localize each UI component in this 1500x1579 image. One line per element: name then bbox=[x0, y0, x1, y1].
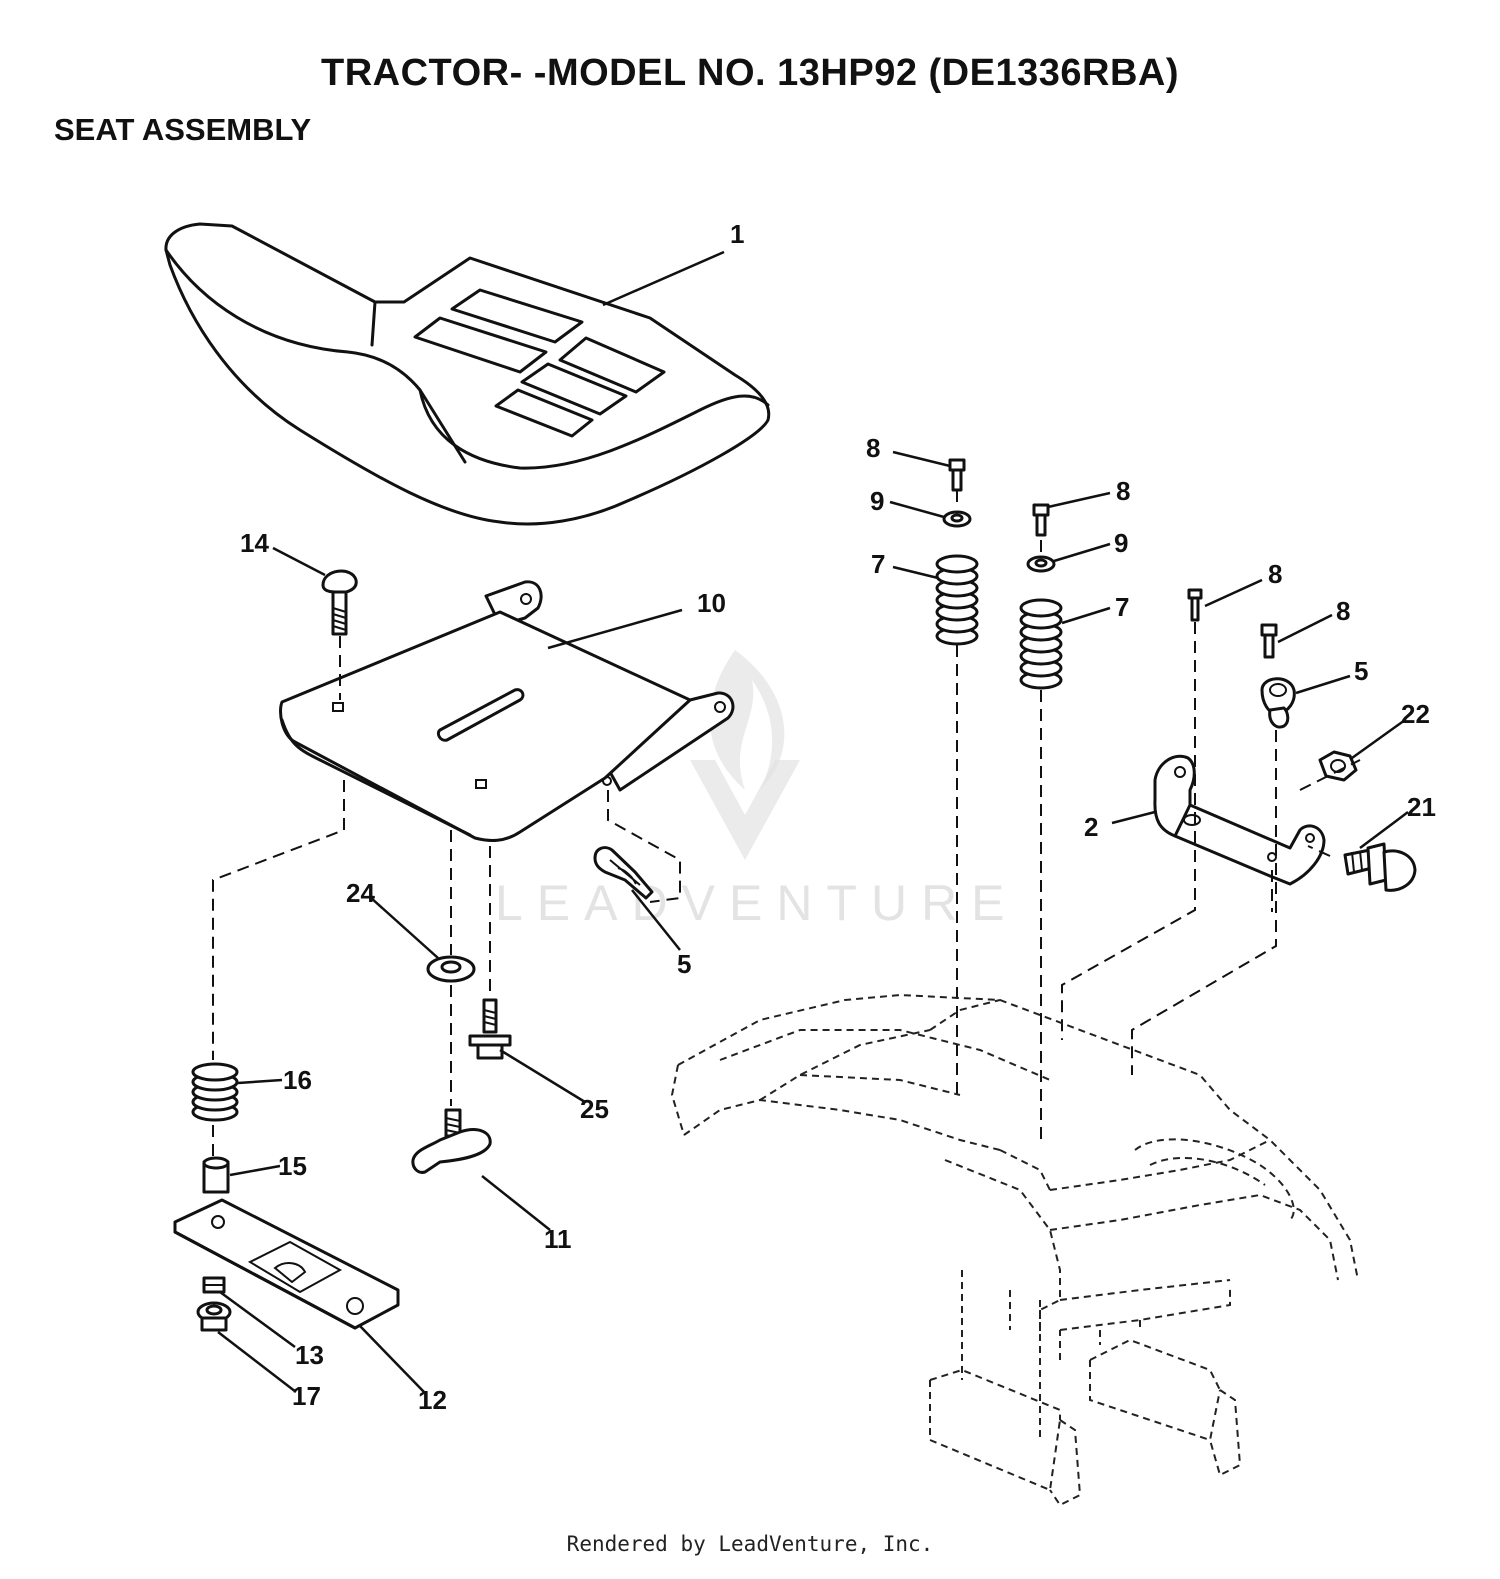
part-7-spring-b bbox=[1019, 598, 1063, 690]
tractor-frame-outline bbox=[670, 993, 1359, 1507]
part-2-bracket bbox=[1153, 754, 1326, 886]
callout-2: 2 bbox=[1084, 812, 1098, 842]
callout-7: 7 bbox=[871, 549, 885, 579]
part-10-seat-pan bbox=[279, 580, 735, 842]
part-11-knob bbox=[411, 1108, 492, 1174]
callout-8: 8 bbox=[1268, 559, 1282, 589]
part-8-bolt-c bbox=[1187, 588, 1203, 622]
watermark-text: LEADVENTURE bbox=[495, 875, 1019, 931]
part-7-spring-a bbox=[935, 554, 979, 646]
part-9-washer-a bbox=[942, 510, 972, 528]
callout-16: 16 bbox=[283, 1065, 312, 1095]
callout-8: 8 bbox=[866, 433, 880, 463]
part-17-lock-nut bbox=[196, 1301, 232, 1332]
callout-1: 1 bbox=[730, 219, 744, 249]
part-13-nut bbox=[202, 1276, 226, 1294]
part-21-bolt bbox=[1343, 842, 1417, 892]
part-24-washer bbox=[426, 955, 476, 983]
part-14-carriage-bolt bbox=[321, 569, 358, 636]
part-16-spring bbox=[191, 1062, 239, 1122]
callout-11: 11 bbox=[544, 1224, 572, 1254]
callout-12: 12 bbox=[418, 1385, 447, 1415]
part-5-clip-left bbox=[593, 846, 654, 900]
section-title: SEAT ASSEMBLY bbox=[54, 112, 312, 147]
callout-14: 14 bbox=[240, 528, 269, 558]
callout-13: 13 bbox=[295, 1340, 324, 1370]
callout-5: 5 bbox=[1354, 656, 1368, 686]
callout-17: 17 bbox=[292, 1381, 321, 1411]
callout-24: 24 bbox=[346, 878, 375, 908]
callout-5: 5 bbox=[677, 949, 691, 979]
watermark: LEADVENTURE bbox=[495, 650, 1019, 931]
callout-22: 22 bbox=[1401, 699, 1430, 729]
part-5-clip-right bbox=[1260, 677, 1296, 729]
part-8-bolt-a bbox=[948, 458, 966, 492]
part-22-nut bbox=[1318, 750, 1358, 782]
callout-21: 21 bbox=[1407, 792, 1436, 822]
part-12-bracket-plate bbox=[173, 1198, 400, 1330]
footer-credit: Rendered by LeadVenture, Inc. bbox=[566, 1532, 934, 1556]
callout-8: 8 bbox=[1116, 476, 1130, 506]
callout-15: 15 bbox=[278, 1151, 307, 1181]
part-8-bolt-b bbox=[1032, 503, 1050, 537]
callout-8: 8 bbox=[1336, 596, 1350, 626]
left-alignment-lines bbox=[212, 636, 681, 1160]
callout-9: 9 bbox=[870, 486, 884, 516]
right-alignment-lines bbox=[956, 490, 1361, 1140]
part-25-shoulder-bolt bbox=[468, 998, 512, 1060]
part-15-spacer bbox=[202, 1156, 230, 1194]
leader-lines bbox=[217, 250, 1409, 1393]
part-9-washer-b bbox=[1026, 555, 1056, 573]
part-1-seat bbox=[164, 222, 771, 526]
callout-7: 7 bbox=[1115, 592, 1129, 622]
callout-25: 25 bbox=[580, 1094, 609, 1124]
callout-9: 9 bbox=[1114, 528, 1128, 558]
diagram-title: TRACTOR- -MODEL NO. 13HP92 (DE1336RBA) bbox=[321, 52, 1179, 94]
callouts: 1 14 10 5 24 25 16 15 11 13 17 12 8 9 7 … bbox=[240, 219, 1436, 1415]
part-8-bolt-d bbox=[1260, 623, 1278, 659]
callout-10: 10 bbox=[697, 588, 726, 618]
